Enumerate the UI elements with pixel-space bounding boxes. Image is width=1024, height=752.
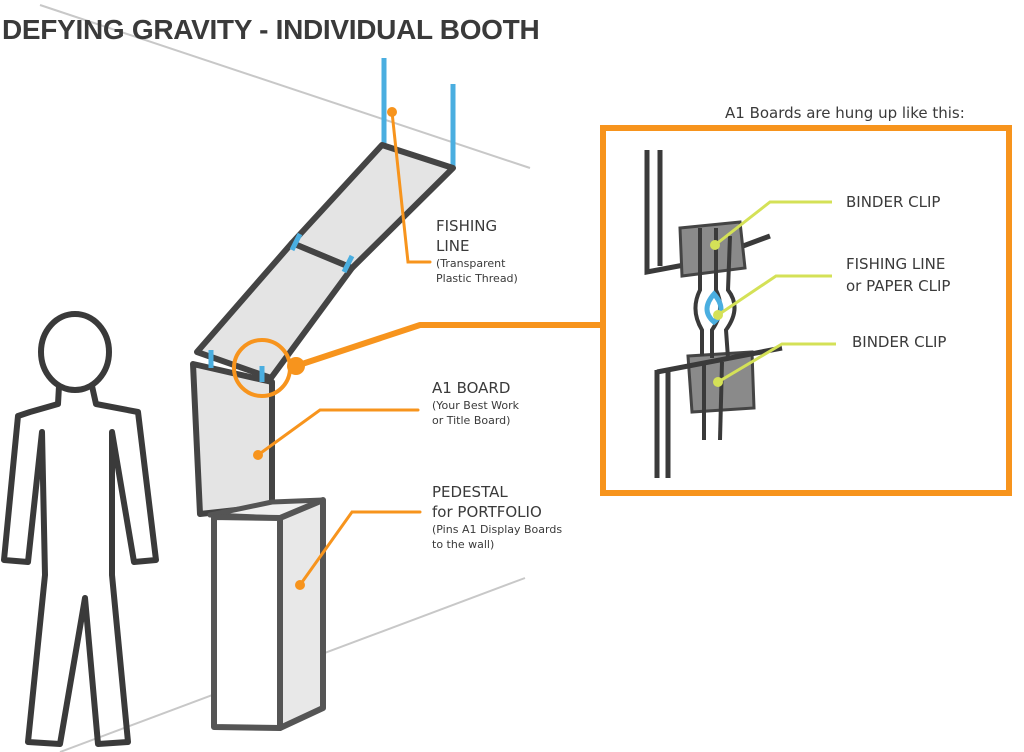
dot-fishing-line bbox=[387, 107, 397, 117]
label-fishing-line: FISHING LINE (Transparent Plastic Thread… bbox=[436, 216, 518, 286]
pedestal-title-1: PEDESTAL bbox=[432, 483, 508, 501]
person-silhouette-icon bbox=[1, 311, 159, 747]
wall-line-top bbox=[39, 4, 531, 169]
pedestal-note-2: to the wall) bbox=[432, 538, 495, 551]
a1-board-top bbox=[289, 142, 456, 271]
page-title: DEFYING GRAVITY - INDIVIDUAL BOOTH bbox=[2, 14, 540, 45]
paper-clip-loop bbox=[704, 290, 724, 326]
inset-connector bbox=[295, 322, 603, 369]
inset-drawing bbox=[644, 150, 836, 478]
fishing-line-title-2: LINE bbox=[436, 237, 470, 255]
inset-label-fishing-line-1: FISHING LINE bbox=[846, 255, 946, 273]
callout-fishing-line bbox=[390, 110, 432, 264]
label-a1-board: A1 BOARD (Your Best Work or Title Board) bbox=[432, 378, 519, 428]
fishing-line-title-1: FISHING bbox=[436, 217, 498, 235]
fishing-line-note-2: Plastic Thread) bbox=[436, 272, 518, 285]
a1-board-title: A1 BOARD bbox=[432, 379, 511, 397]
callout-pedestal bbox=[298, 510, 422, 587]
pedestal-side bbox=[277, 497, 326, 731]
pedestal-title-2: for PORTFOLIO bbox=[432, 503, 542, 521]
callout-a1-board bbox=[256, 408, 420, 457]
a1-board-note-2: or Title Board) bbox=[432, 414, 511, 427]
inset-connector-dot bbox=[287, 357, 305, 375]
a1-board-note-1: (Your Best Work bbox=[432, 399, 519, 412]
inset-caption: A1 Boards are hung up like this: bbox=[725, 104, 965, 122]
a1-board-middle bbox=[194, 240, 355, 381]
connector-tm-1 bbox=[289, 232, 303, 252]
inset-label-binder-clip-bottom: BINDER CLIP bbox=[852, 333, 947, 351]
pedestal-note-1: (Pins A1 Display Boards bbox=[432, 523, 563, 536]
dot-pedestal bbox=[295, 580, 305, 590]
label-pedestal: PEDESTAL for PORTFOLIO (Pins A1 Display … bbox=[432, 482, 562, 552]
dot-a1-board bbox=[253, 450, 263, 460]
fishing-line-note-1: (Transparent bbox=[436, 257, 506, 270]
inset-frame bbox=[600, 125, 1012, 496]
main-callouts bbox=[232, 110, 432, 587]
connector-tm-2 bbox=[341, 254, 355, 274]
pedestal-front bbox=[211, 514, 283, 731]
inset-label-fishing-line-2: or PAPER CLIP bbox=[846, 277, 951, 295]
a1-board-lower bbox=[190, 361, 275, 517]
inset-label-binder-clip-top: BINDER CLIP bbox=[846, 193, 941, 211]
